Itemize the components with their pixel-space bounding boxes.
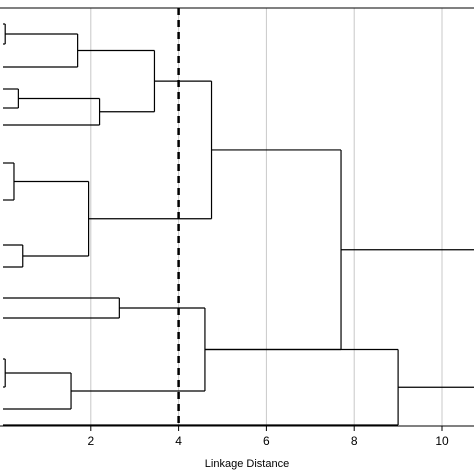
x-tick-label: 8 [351,434,358,448]
x-tick-label: 10 [435,434,449,448]
dendrogram-tree [3,23,474,426]
x-tick-label: 4 [175,434,182,448]
x-axis-label: Linkage Distance [205,458,289,470]
grid-lines [90,8,443,426]
plot-frame [0,7,474,427]
x-tick-label: 2 [87,434,94,448]
x-axis-ticks: 2 4 6 8 10 [87,426,449,448]
x-tick-label: 6 [263,434,270,448]
